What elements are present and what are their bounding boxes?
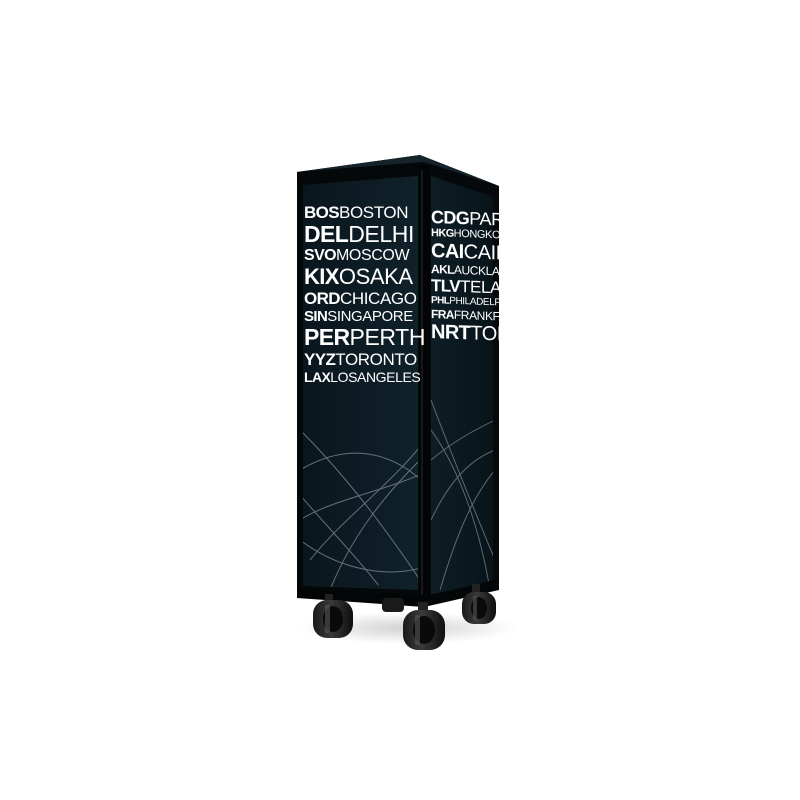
city-name: BOSTON: [339, 203, 409, 222]
city-name: DELHI: [348, 221, 414, 247]
airport-code: TLV: [431, 276, 461, 297]
cart-base: [297, 580, 499, 607]
airport-code: CAI: [431, 240, 464, 264]
city-name: MOSCOW: [336, 247, 410, 264]
airport-code: HKG: [431, 227, 454, 240]
airport-code: ORD: [304, 289, 341, 308]
city-name: PARIS: [469, 208, 520, 231]
city-name: PHILADELPHIA: [449, 295, 517, 309]
airport-code: CDG: [431, 207, 470, 229]
airport-code: NRT: [431, 321, 471, 345]
city-line: NRTTOKYO: [431, 321, 538, 347]
front-panel: [303, 176, 418, 590]
airport-code: LAX: [304, 369, 331, 385]
city-name: TOKYO: [470, 322, 538, 347]
city-line: FRAFRANKFURT: [431, 307, 523, 324]
airport-code: YYZ: [304, 350, 336, 369]
city-name: LOSANGELES: [330, 369, 421, 385]
airport-code: PER: [304, 324, 350, 350]
city-line: PERPERTH: [304, 324, 425, 350]
city-line: YYZTORONTO: [304, 351, 418, 368]
airport-code: SIN: [304, 308, 328, 325]
city-line: TLVTELAVIV: [431, 276, 526, 298]
airport-code: KIX: [304, 264, 339, 289]
city-name: TELAVIV: [460, 277, 526, 299]
city-line: DELDELHI: [304, 223, 418, 246]
city-name: TORONTO: [335, 350, 417, 369]
wheel-left: [313, 594, 353, 638]
city-name: HONGKONG: [453, 227, 516, 242]
city-line: SINSINGAPORE: [304, 309, 418, 324]
city-name: SINGAPORE: [327, 308, 413, 325]
back-wheel-center: [382, 598, 404, 612]
city-name: CHICAGO: [339, 289, 417, 308]
front-curves: [303, 419, 418, 588]
city-line: KIXOSAKA: [304, 266, 418, 288]
city-line: AKLAUCKLAND: [431, 262, 516, 279]
airport-code: DEL: [304, 221, 349, 247]
airport-code: PHL: [431, 295, 450, 307]
city-line: CAICAIRO: [431, 240, 525, 265]
city-name: PERTH: [349, 324, 426, 350]
airport-code: BOS: [304, 203, 340, 222]
wheel-front: [403, 602, 445, 650]
city-name: CAIRO: [463, 241, 525, 266]
city-line: SVOMOSCOW: [304, 248, 418, 264]
airport-code: SVO: [304, 247, 337, 264]
city-line: HKGHONGKONG: [431, 227, 516, 242]
city-line: ORDCHICAGO: [304, 290, 418, 307]
side-panel: [431, 176, 493, 596]
airport-code: AKL: [431, 262, 454, 277]
side-curves: [431, 399, 493, 591]
city-line: CDGPARIS: [431, 207, 520, 230]
city-line: LAXLOSANGELES: [304, 369, 421, 385]
city-name: OSAKA: [338, 264, 413, 289]
city-line: BOSBOSTON: [304, 204, 418, 221]
wheel-right: [462, 584, 496, 624]
airport-code: FRA: [431, 307, 454, 322]
